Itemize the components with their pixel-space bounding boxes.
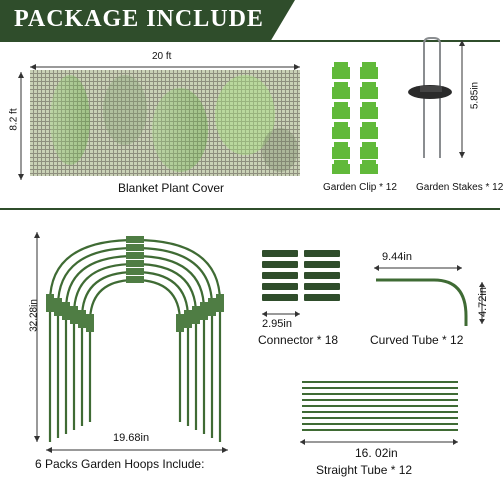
header-banner	[0, 0, 500, 42]
connectors-image	[262, 250, 340, 301]
garden-hoops-image	[46, 236, 224, 442]
garden-stakes-caption: Garden Stakes * 12	[416, 182, 503, 193]
garden-clip-caption: Garden Clip * 12	[323, 182, 397, 193]
straight-tubes-image	[302, 381, 458, 431]
connector-width-label: 2.95in	[262, 318, 292, 330]
connector-dim-arrow	[262, 311, 300, 317]
curved-caption: Curved Tube * 12	[370, 333, 464, 347]
section-divider	[0, 208, 500, 210]
curved-height-arrow	[479, 282, 485, 324]
hoops-caption: 6 Packs Garden Hoops Include:	[35, 457, 205, 471]
straight-dim-arrow	[300, 439, 458, 445]
page-title: PACKAGE INCLUDE	[14, 6, 264, 32]
hoops-dim-arrow-vertical	[34, 232, 40, 442]
blanket-mesh-image	[30, 70, 300, 176]
blanket-caption: Blanket Plant Cover	[118, 181, 225, 195]
blanket-width-label: 20 ft	[152, 51, 172, 62]
hoops-dim-arrow-horizontal	[46, 447, 228, 453]
hoops-height-label: 32.28in	[28, 299, 40, 332]
hoops-width-label: 19.68in	[113, 432, 150, 444]
straight-caption: Straight Tube * 12	[316, 463, 413, 477]
blanket-dim-arrow-horizontal	[30, 64, 300, 70]
garden-stake-image	[408, 37, 452, 158]
curved-width-label: 9.44in	[382, 251, 412, 263]
curved-tube-image	[376, 278, 468, 326]
garden-clips-image	[332, 62, 378, 174]
curved-width-arrow	[374, 265, 462, 271]
stake-dim-arrow	[459, 40, 465, 158]
connector-caption: Connector * 18	[258, 333, 339, 347]
stake-height-label: 5.85in	[469, 81, 481, 110]
blanket-dim-arrow-vertical	[18, 72, 24, 180]
straight-width-label: 16. 02in	[355, 446, 398, 460]
blanket-height-label: 8.2 ft	[8, 108, 20, 131]
curved-height-label: 4.72in	[477, 287, 489, 317]
